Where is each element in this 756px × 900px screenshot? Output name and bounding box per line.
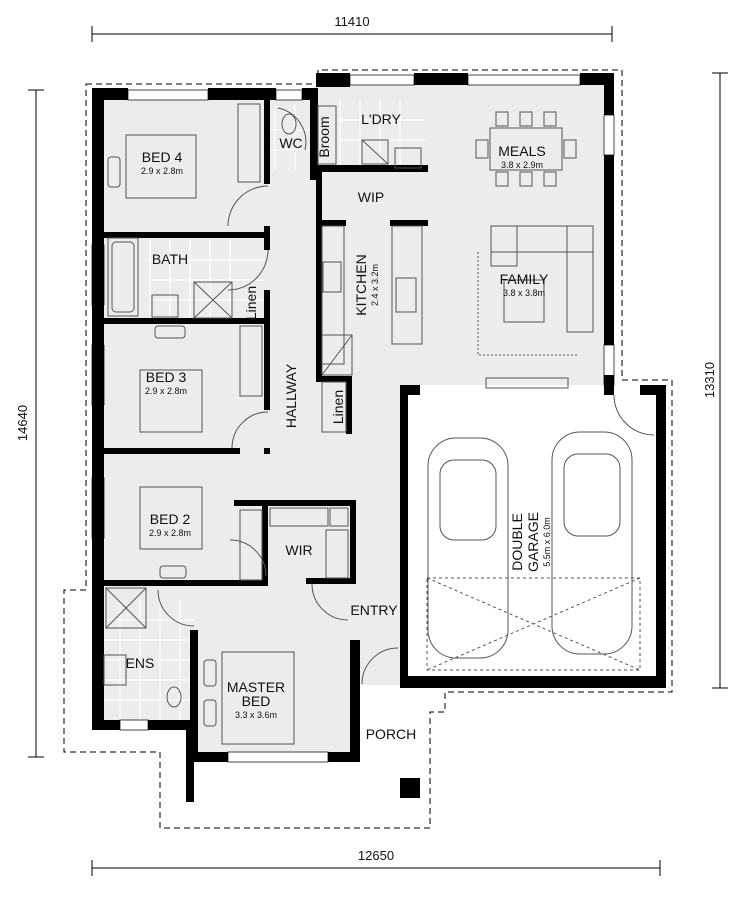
furniture xyxy=(103,103,594,745)
room-bed2: BED 2 xyxy=(150,511,191,527)
dimension-lines xyxy=(28,26,728,876)
car-left xyxy=(427,437,509,659)
room-master-size: 3.3 x 3.6m xyxy=(235,710,277,720)
room-meals-size: 3.8 x 2.9m xyxy=(501,160,543,170)
room-bath: BATH xyxy=(152,251,188,267)
room-entry: ENTRY xyxy=(350,602,398,618)
dimension-left: 14640 xyxy=(15,405,30,441)
tile-pattern xyxy=(104,100,425,720)
room-bed3-size: 2.9 x 2.8m xyxy=(145,386,187,396)
room-bed4-size: 2.9 x 2.8m xyxy=(141,166,183,176)
room-laundry: L'DRY xyxy=(361,111,401,127)
dimension-right: 13310 xyxy=(702,362,717,398)
room-meals: MEALS xyxy=(498,143,545,159)
room-garage-size: 5.5m x 6.0m xyxy=(542,517,552,567)
room-kitchen-size: 2.4 x 3.2m xyxy=(370,264,380,306)
room-linen-2: Linen xyxy=(330,390,346,424)
room-master-line1: MASTER xyxy=(227,679,285,695)
room-wir: WIR xyxy=(285,542,312,558)
walls xyxy=(92,73,666,802)
doors xyxy=(157,107,655,685)
room-family: FAMILY xyxy=(500,271,549,287)
roof-outline xyxy=(63,69,673,829)
room-kitchen: KITCHEN xyxy=(353,254,369,315)
room-bed3: BED 3 xyxy=(146,369,187,385)
room-family-size: 3.8 x 3.8m xyxy=(503,288,545,298)
room-garage-line2: GARAGE xyxy=(525,512,541,572)
room-wc: WC xyxy=(279,135,302,151)
room-bed4: BED 4 xyxy=(142,149,183,165)
room-hallway: HALLWAY xyxy=(283,363,299,428)
dimension-bottom: 12650 xyxy=(358,848,394,863)
dimension-top: 11410 xyxy=(334,14,369,29)
room-wip: WIP xyxy=(358,189,384,205)
room-labels: BED 4 2.9 x 2.8m WC Broom L'DRY MEALS 3.… xyxy=(126,111,552,742)
room-master-line2: BED xyxy=(242,693,271,709)
room-linen-1: Linen xyxy=(243,286,259,320)
garage-cars xyxy=(426,431,641,671)
room-bed2-size: 2.9 x 2.8m xyxy=(149,528,191,538)
room-garage-line1: DOUBLE xyxy=(509,513,525,571)
room-broom: Broom xyxy=(316,116,332,157)
car-right xyxy=(551,431,633,655)
room-porch: PORCH xyxy=(366,726,417,742)
room-ens: ENS xyxy=(126,655,155,671)
